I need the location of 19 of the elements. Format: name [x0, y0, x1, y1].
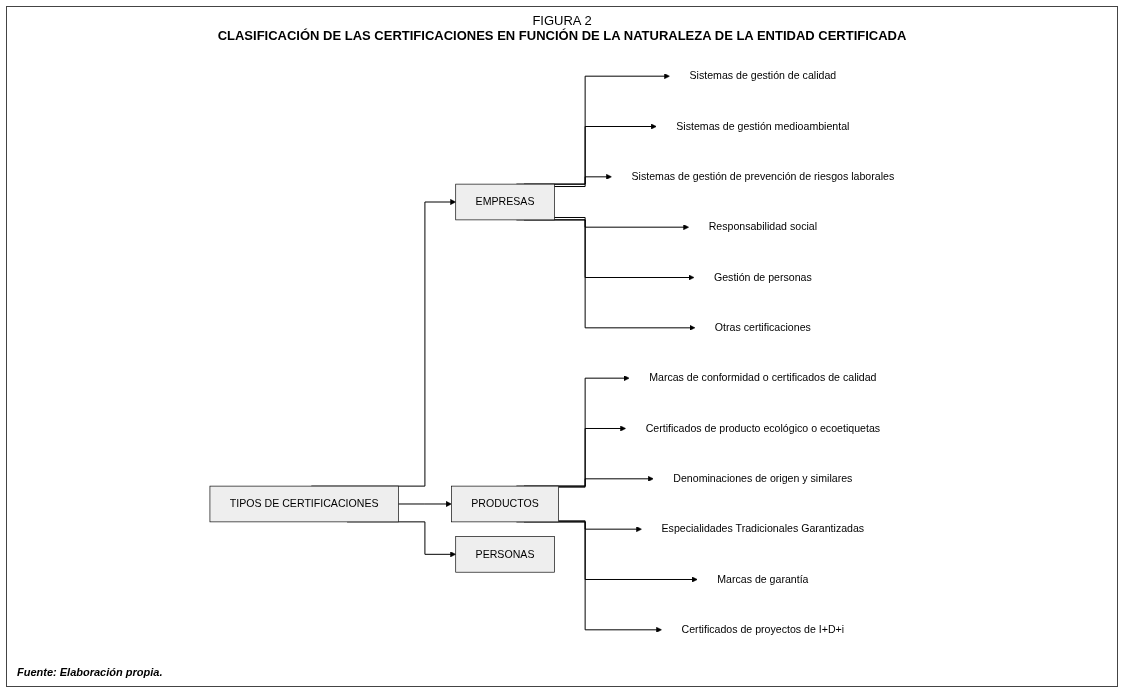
node-text: Certificados de producto ecológico o ecoetiquetas [645, 422, 881, 434]
node-text: Responsabilidad social [708, 221, 818, 233]
node-box: TIPOS DE CERTIFICACIONES [209, 485, 399, 523]
node-text: Sistemas de gestión medioambiental [676, 120, 850, 132]
node-text: Especialidades Tradicionales Garantizadas [661, 523, 865, 535]
node-text: Marcas de conformidad o certificados de calidad [649, 372, 877, 384]
source-note: Fuente: Elaboración propia. [17, 666, 163, 678]
node-text: Marcas de garantía [717, 573, 809, 585]
diagram-title: CLASIFICACIÓN DE LAS CERTIFICACIONES EN FUNCIÓN DE LA NATURALEZA DE LA ENTIDAD CERTIFICADA [216, 28, 908, 43]
node-text: Certificados de proyectos de I+D+i [681, 623, 845, 636]
node-text: Gestión de personas [713, 271, 812, 283]
node-text: Denominaciones de origen y similares [673, 472, 853, 485]
node-box: PRODUCTOS [451, 485, 559, 523]
node-text: Sistemas de gestión de prevención de riesgos laborales [631, 170, 895, 183]
node-box: EMPRESAS [455, 183, 555, 221]
node-box: PERSONAS [455, 536, 555, 573]
figure-number: FIGURA 2 [531, 13, 593, 28]
node-text: Sistemas de gestión de calidad [689, 70, 837, 82]
node-text: Otras certificaciones [714, 321, 811, 334]
